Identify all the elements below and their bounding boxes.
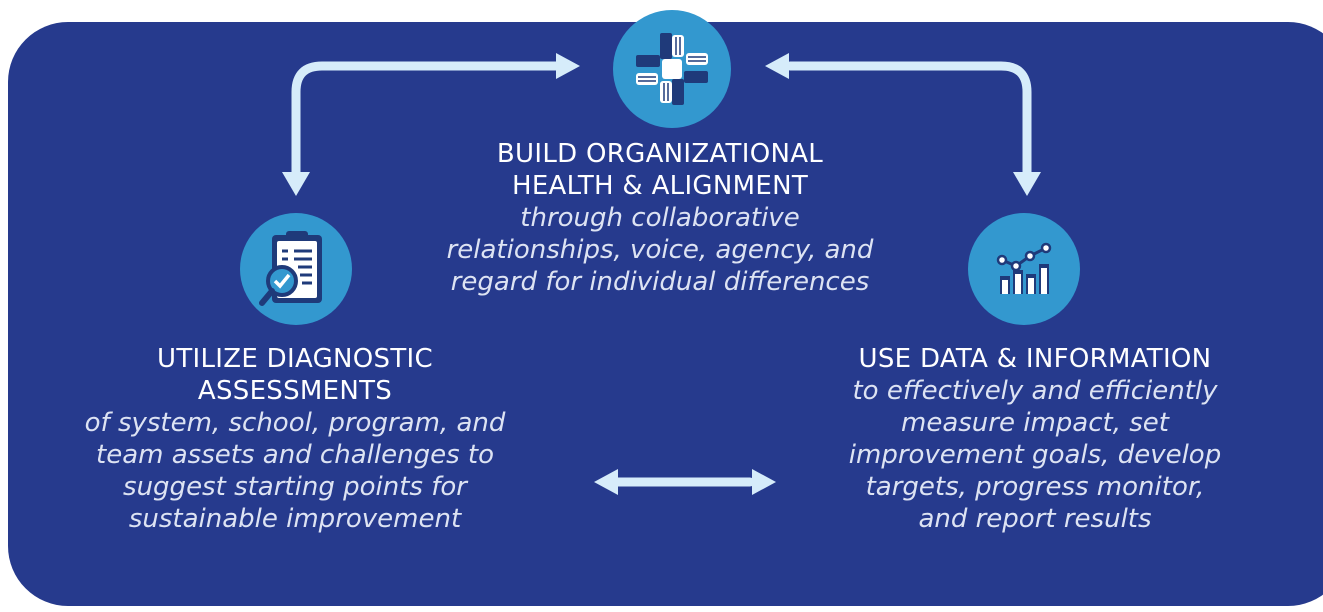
data-heading-1: USE DATA & INFORMATION bbox=[858, 344, 1212, 374]
data-sub-5: and report results bbox=[918, 504, 1152, 534]
diagnostic-sub-1: of system, school, program, and bbox=[84, 408, 506, 438]
diagnostic-heading-2: ASSESSMENTS bbox=[197, 376, 393, 406]
build-health-circle bbox=[613, 10, 731, 128]
diagnostic-block: UTILIZE DIAGNOSTIC ASSESSMENTS of system… bbox=[30, 343, 560, 535]
arrowhead-top-left-right bbox=[556, 53, 580, 79]
build-health-block: BUILD ORGANIZATIONAL HEALTH & ALIGNMENT … bbox=[370, 138, 950, 298]
diagnostic-circle bbox=[240, 213, 352, 325]
build-health-sub-2: relationships, voice, agency, and bbox=[446, 235, 874, 265]
build-health-sub-1: through collaborative bbox=[520, 203, 800, 233]
data-sub-4: targets, progress monitor, bbox=[865, 472, 1205, 502]
arrowhead-bottom-right bbox=[752, 469, 776, 495]
arrowhead-top-right-down bbox=[1013, 172, 1041, 196]
arrow-top-right bbox=[785, 61, 1032, 185]
hands-together-icon bbox=[636, 33, 708, 105]
data-block: USE DATA & INFORMATION to effectively an… bbox=[785, 343, 1285, 535]
data-circle bbox=[968, 213, 1080, 325]
build-health-heading-1: BUILD ORGANIZATIONAL bbox=[496, 139, 824, 169]
build-health-heading-2: HEALTH & ALIGNMENT bbox=[511, 171, 809, 201]
data-sub-2: measure impact, set bbox=[901, 408, 1169, 438]
data-sub-3: improvement goals, develop bbox=[848, 440, 1222, 470]
clipboard-magnifier-icon bbox=[259, 231, 322, 306]
build-health-sub-3: regard for individual differences bbox=[450, 267, 870, 297]
chart-growth-icon bbox=[996, 242, 1052, 294]
diagnostic-sub-4: sustainable improvement bbox=[128, 504, 462, 534]
diagnostic-sub-3: suggest starting points for bbox=[123, 472, 467, 502]
arrowhead-bottom-left bbox=[594, 469, 618, 495]
arrow-top-left bbox=[291, 61, 565, 185]
arrowhead-top-left-down bbox=[282, 172, 310, 196]
diagnostic-heading-1: UTILIZE DIAGNOSTIC bbox=[157, 344, 433, 374]
data-sub-1: to effectively and efficiently bbox=[852, 376, 1218, 406]
arrowhead-top-right-left bbox=[765, 53, 789, 79]
diagnostic-sub-2: team assets and challenges to bbox=[96, 440, 494, 470]
